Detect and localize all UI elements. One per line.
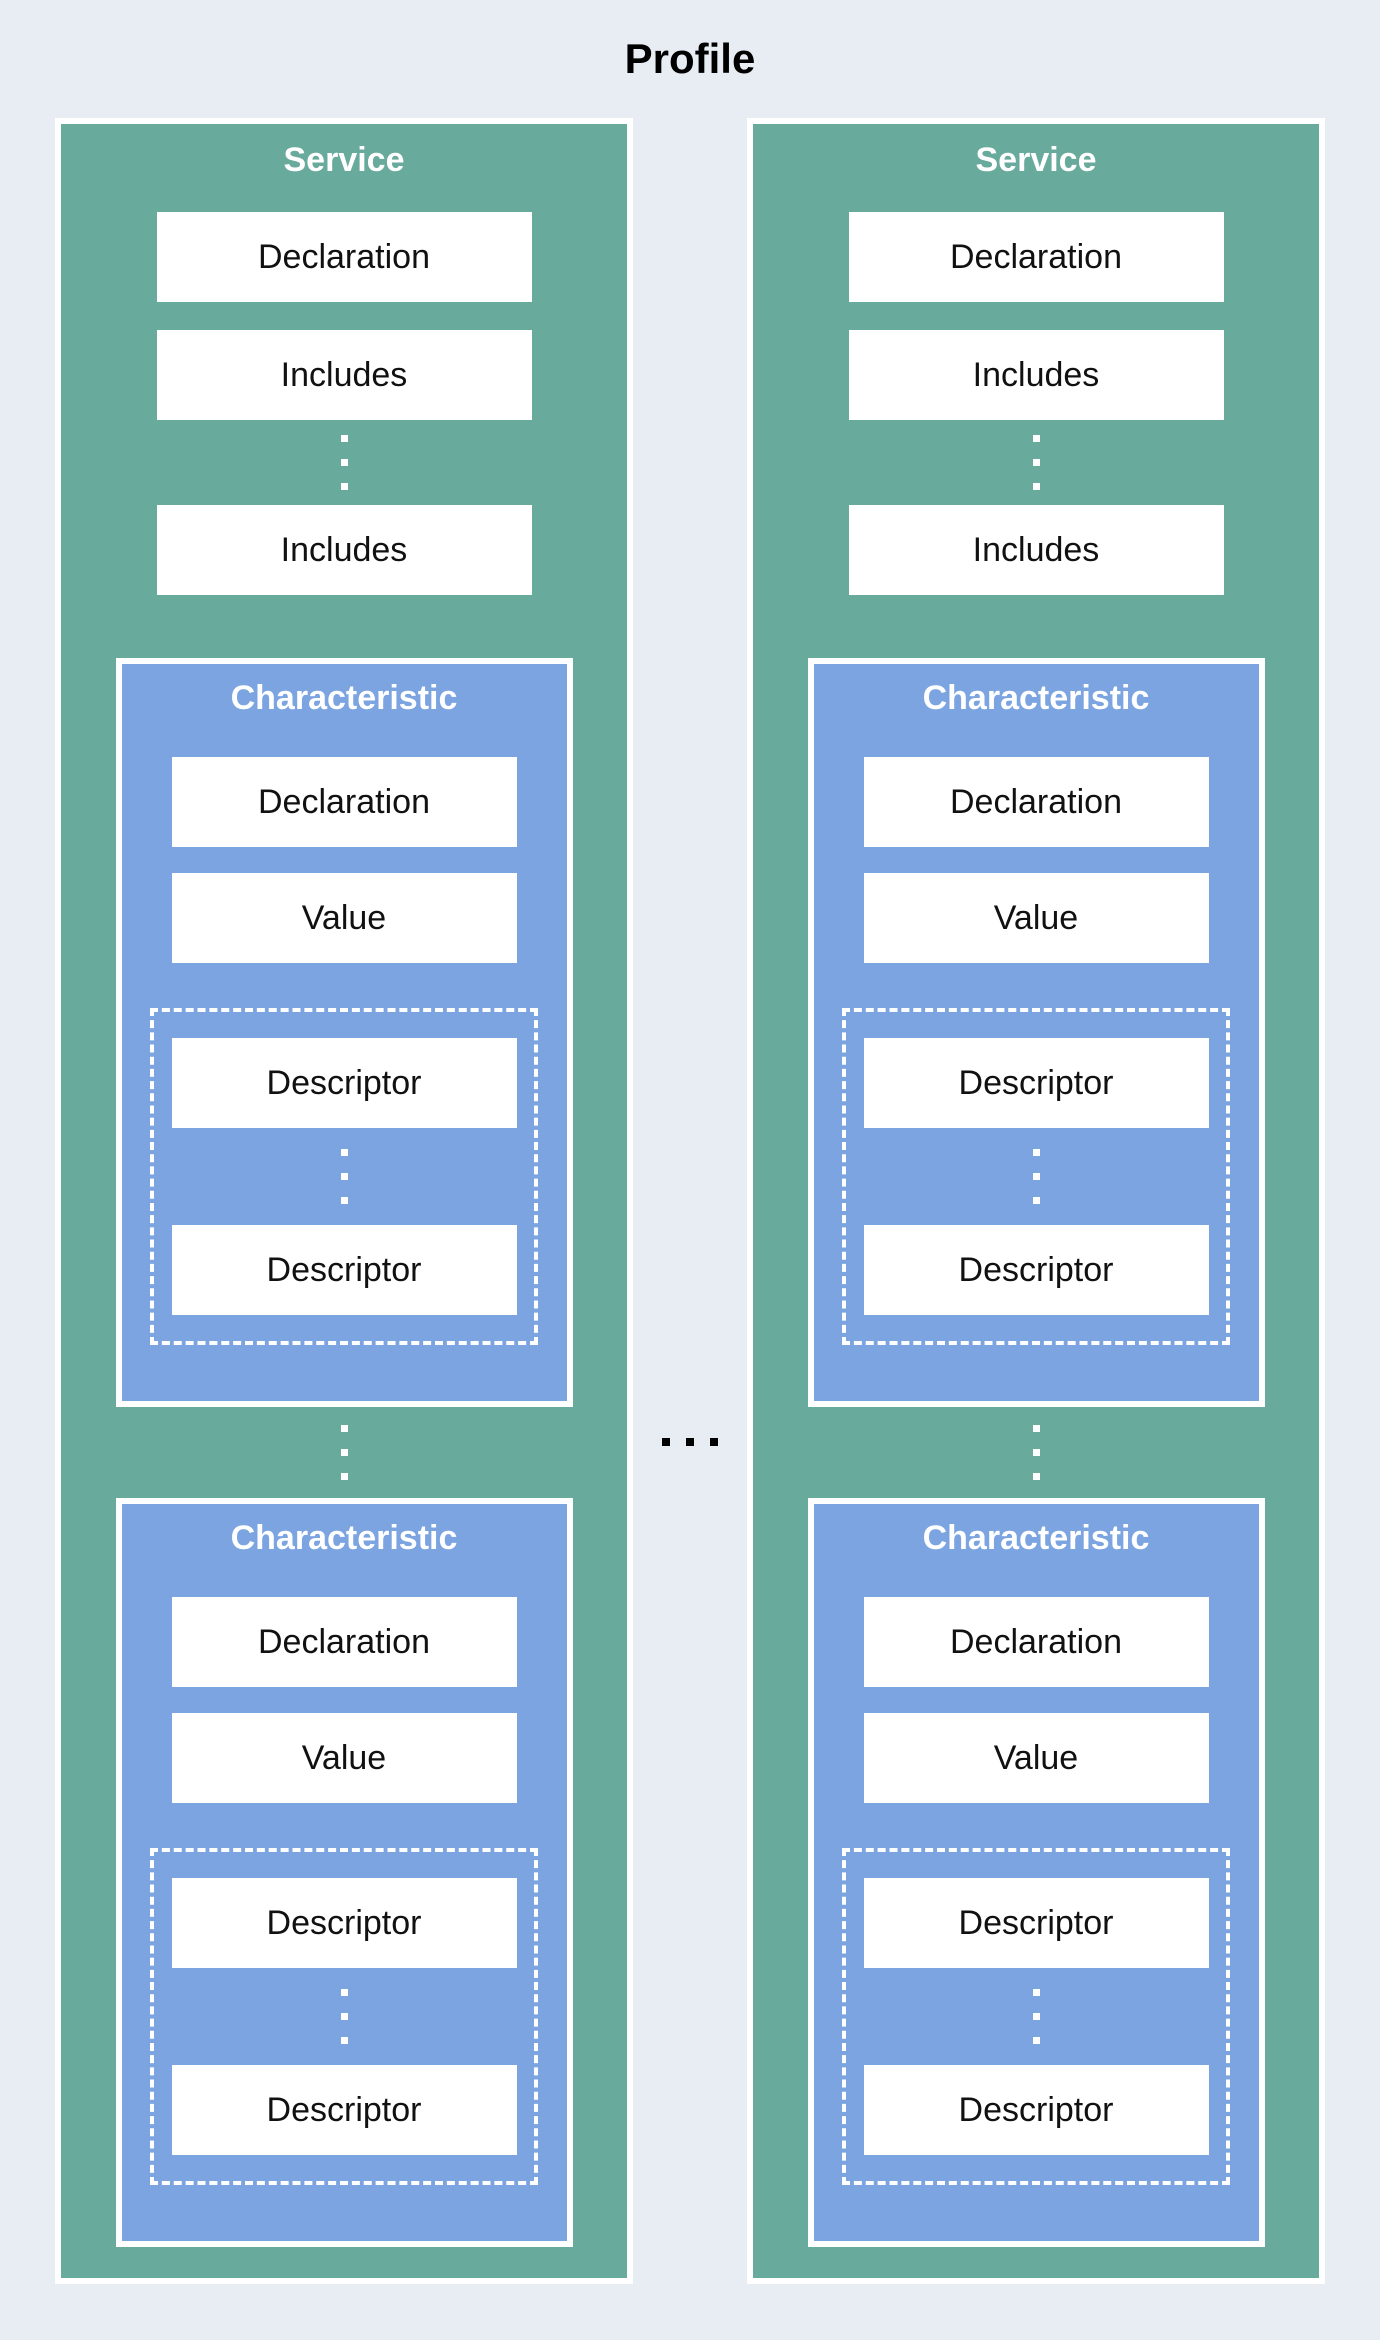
descriptor-group: Descriptor Descriptor [150,1008,538,1345]
characteristic-title: Characteristic [922,1519,1150,1557]
characteristic-box: Characteristic Declaration Value Descrip… [115,658,573,1407]
vertical-ellipsis-icon [340,1425,348,1480]
descriptor-box: Descriptor [863,1038,1209,1128]
descriptor-group: Descriptor Descriptor [842,1008,1230,1345]
characteristic-declaration-box: Declaration [171,757,517,847]
service-includes-box: Includes [156,330,532,420]
service-includes-box: Includes [156,505,532,595]
characteristic-box: Characteristic Declaration Value Descrip… [807,658,1265,1407]
service-title: Service [283,141,405,179]
descriptor-box: Descriptor [171,1038,517,1128]
characteristic-box: Characteristic Declaration Value Descrip… [807,1498,1265,2247]
characteristic-separator [61,1407,627,1498]
service-declaration-box: Declaration [156,212,532,302]
vertical-ellipsis-icon [340,420,348,505]
characteristic-box: Characteristic Declaration Value Descrip… [115,1498,573,2247]
page-title: Profile [624,35,756,82]
descriptor-box: Descriptor [171,2065,517,2155]
descriptor-box: Descriptor [171,1225,517,1315]
descriptor-box: Descriptor [863,2065,1209,2155]
vertical-ellipsis-icon [340,1128,348,1225]
services-separator [633,118,747,2284]
characteristic-value-box: Value [863,1713,1209,1803]
service-includes-box: Includes [848,330,1224,420]
service-title: Service [975,141,1097,179]
characteristic-value-box: Value [863,873,1209,963]
service-declaration-box: Declaration [848,212,1224,302]
descriptor-box: Descriptor [171,1878,517,1968]
characteristic-value-box: Value [171,873,517,963]
characteristic-separator [753,1407,1319,1498]
characteristic-declaration-box: Declaration [171,1597,517,1687]
characteristic-value-box: Value [171,1713,517,1803]
diagram-body: Service Declaration Includes Includes Ch… [0,118,1380,2284]
characteristic-declaration-box: Declaration [863,757,1209,847]
descriptor-box: Descriptor [863,1878,1209,1968]
service-box-left: Service Declaration Includes Includes Ch… [55,118,633,2284]
descriptor-box: Descriptor [863,1225,1209,1315]
characteristic-title: Characteristic [230,679,458,717]
vertical-ellipsis-icon [1032,1968,1040,2065]
characteristic-title: Characteristic [922,679,1150,717]
characteristic-declaration-box: Declaration [863,1597,1209,1687]
characteristic-title: Characteristic [230,1519,458,1557]
vertical-ellipsis-icon [1032,1425,1040,1480]
vertical-ellipsis-icon [340,1968,348,2065]
descriptor-group: Descriptor Descriptor [842,1848,1230,2185]
horizontal-ellipsis-icon [662,1438,718,1446]
vertical-ellipsis-icon [1032,420,1040,505]
service-includes-box: Includes [848,505,1224,595]
descriptor-group: Descriptor Descriptor [150,1848,538,2185]
service-box-right: Service Declaration Includes Includes Ch… [747,118,1325,2284]
vertical-ellipsis-icon [1032,1128,1040,1225]
